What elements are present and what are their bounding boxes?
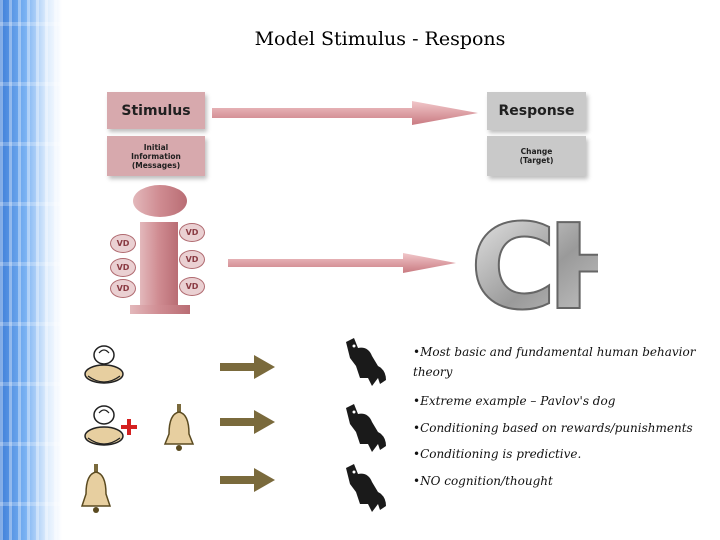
stimulus-box: Stimulus — [107, 92, 205, 129]
dog-icon — [346, 338, 386, 386]
food-bowl-icon — [84, 345, 124, 384]
stimulus-info-box: Initial Information (Messages) — [107, 136, 205, 176]
response-info-text: Change (Target) — [519, 147, 554, 165]
vd-badge: VD — [110, 258, 136, 277]
plus-icon — [121, 419, 137, 435]
bullet-item: •Conditioning is predictive. — [413, 447, 582, 461]
slide-title: Model Stimulus - Respons — [254, 28, 506, 50]
stimulus-response-arrow — [212, 101, 478, 125]
info-i-icon — [130, 185, 190, 314]
bullet-item: •NO cognition/thought — [413, 473, 553, 488]
vd-badge: VD — [179, 250, 205, 269]
vd-badge: VD — [179, 277, 205, 296]
bullet-item: •Most basic and fundamental human behavi… — [413, 345, 696, 379]
arrow-icon — [220, 468, 275, 492]
food-bowl-icon — [84, 405, 124, 446]
arrow-icon — [220, 355, 275, 379]
response-box: Response — [487, 92, 586, 130]
stimulus-info-text: Initial Information (Messages) — [131, 142, 181, 170]
vd-badge: VD — [179, 223, 205, 242]
bullet-item: •Conditioning based on rewards/punishmen… — [413, 420, 693, 435]
bullet-item: •Extreme example – Pavlov's dog — [413, 394, 616, 408]
info-change-arrow — [228, 253, 456, 273]
side-decoration-band — [0, 0, 62, 540]
vd-badge: VD — [110, 234, 136, 253]
bell-icon — [163, 404, 195, 451]
vd-badge: VD — [110, 279, 136, 298]
dog-icon — [346, 464, 386, 512]
change-ch-icon: CH — [469, 197, 598, 325]
bell-icon — [80, 464, 112, 513]
stimulus-label: Stimulus — [121, 102, 191, 119]
response-info-box: Change (Target) — [487, 136, 586, 176]
response-label: Response — [498, 103, 575, 119]
svg-text:CH: CH — [470, 198, 598, 325]
arrow-icon — [220, 410, 275, 434]
dog-icon — [346, 404, 386, 452]
bullet-list: •Most basic and fundamental human behavi… — [413, 342, 713, 494]
